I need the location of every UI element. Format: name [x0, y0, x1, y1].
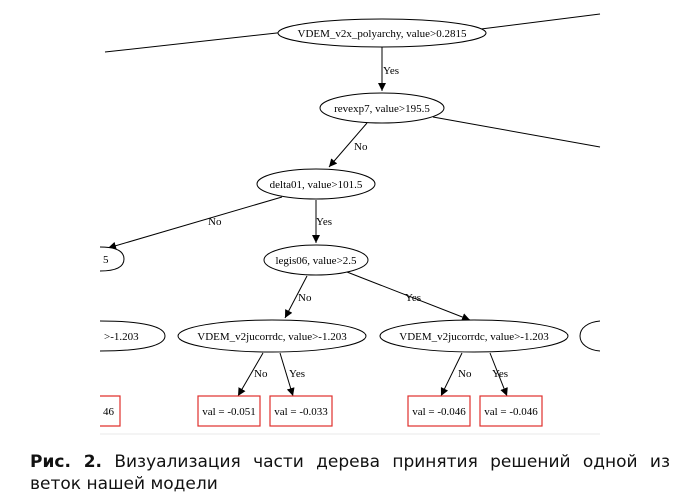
- node-revexp7: revexp7, value>195.5: [319, 92, 445, 124]
- svg-text:val = -0.033: val = -0.033: [274, 406, 328, 418]
- edge-incoming-left: [104, 27, 296, 53]
- figure-caption: Рис. 2. Визуализация части дерева принят…: [30, 451, 670, 495]
- edge-label-delta01-legis06: Yes: [316, 216, 332, 228]
- edge-label-right-l3: No: [458, 368, 472, 380]
- svg-text:revexp7, value>195.5: revexp7, value>195.5: [334, 103, 430, 115]
- svg-text:delta01, value>101.5: delta01, value>101.5: [270, 179, 363, 191]
- edge-right-l3: [440, 352, 463, 397]
- edge-label-right-l4: Yes: [492, 368, 508, 380]
- leaf-l1: val = -0.051: [197, 395, 261, 427]
- svg-text:VDEM_v2jucorrdc, value>-1.203: VDEM_v2jucorrdc, value>-1.203: [399, 331, 549, 343]
- edge-right-l4: [489, 352, 508, 397]
- svg-text:5: 5: [103, 254, 109, 266]
- edge-incoming-right: [480, 13, 601, 30]
- svg-text:legis06, value>2.5: legis06, value>2.5: [275, 255, 357, 267]
- edge-revexp7-delta01: [328, 122, 368, 168]
- leaf-l2: val = -0.033: [269, 395, 333, 427]
- edge-legis06-mid: [284, 275, 308, 319]
- edge-label-root-revexp7: Yes: [383, 65, 399, 77]
- node-delta01: delta01, value>101.5: [256, 168, 376, 200]
- edge-label-legis06-right: Yes: [405, 292, 421, 304]
- decision-tree-diagram: Yes No No Yes No Yes No Yes No Yes VDEM_…: [99, 13, 601, 435]
- edge-label-mid-l2: Yes: [289, 368, 305, 380]
- caption-label: Рис. 2.: [30, 452, 103, 472]
- node-legis06: legis06, value>2.5: [263, 244, 369, 276]
- node-far-right-partial: [579, 320, 601, 352]
- svg-text:VDEM_v2x_polyarchy, value>0.28: VDEM_v2x_polyarchy, value>0.2815: [298, 28, 467, 40]
- edge-label-revexp7-delta01: No: [354, 141, 368, 153]
- node-left-partial: 5: [99, 246, 125, 272]
- edge-label-legis06-mid: No: [298, 292, 312, 304]
- edge-label-mid-l1: No: [254, 368, 268, 380]
- edge-delta01-left: [107, 196, 283, 250]
- edge-revexp7-right: [432, 116, 601, 148]
- svg-text:VDEM_v2jucorrdc, value>-1.203: VDEM_v2jucorrdc, value>-1.203: [197, 331, 347, 343]
- node-vdem-mid: VDEM_v2jucorrdc, value>-1.203: [177, 319, 367, 353]
- edge-label-delta01-left: No: [208, 216, 222, 228]
- node-vdem-right: VDEM_v2jucorrdc, value>-1.203: [379, 319, 569, 353]
- caption-text: Визуализация части дерева принятия решен…: [30, 452, 670, 494]
- svg-text:46: 46: [103, 406, 115, 418]
- svg-text:val = -0.046: val = -0.046: [484, 406, 538, 418]
- leaf-partial: 46: [100, 395, 121, 427]
- edge-legis06-right: [346, 271, 471, 321]
- svg-text:val = -0.051: val = -0.051: [202, 406, 256, 418]
- node-vdem-left-partial: >-1.203: [99, 320, 166, 352]
- node-root: VDEM_v2x_polyarchy, value>0.2815: [277, 18, 487, 48]
- edge-mid-l2: [279, 352, 295, 397]
- svg-text:val = -0.046: val = -0.046: [412, 406, 466, 418]
- svg-text:>-1.203: >-1.203: [104, 331, 139, 343]
- leaf-l4: val = -0.046: [479, 395, 543, 427]
- leaf-l3: val = -0.046: [407, 395, 471, 427]
- edge-mid-l1: [237, 352, 264, 397]
